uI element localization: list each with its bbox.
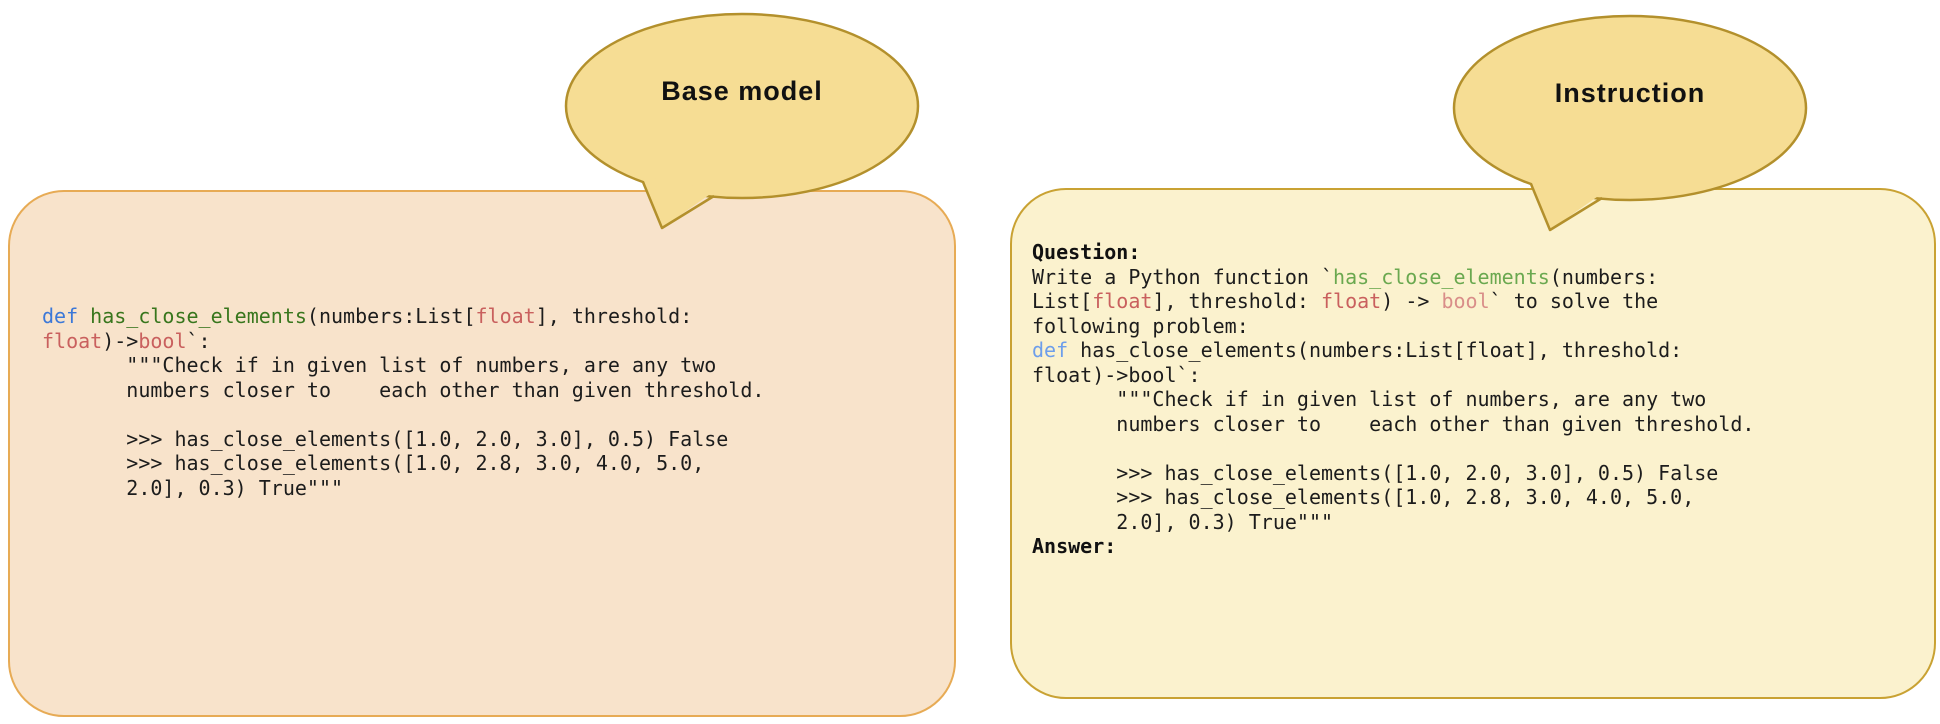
code-line: Answer: <box>1032 534 1922 559</box>
code-token: float)->bool`: <box>1032 362 1201 387</box>
code-token: ], threshold: <box>1152 289 1322 313</box>
code-token: float <box>1321 289 1382 313</box>
code-token: numbers closer to each other than given … <box>42 377 765 402</box>
code-line: """Check if in given list of numbers, ar… <box>42 353 938 378</box>
code-line: Write a Python function `has_close_eleme… <box>1032 265 1922 290</box>
code-line: 2.0], 0.3) True""" <box>1032 510 1922 535</box>
code-token: `: <box>186 328 211 353</box>
code-token: bool <box>138 328 187 353</box>
code-line: numbers closer to each other than given … <box>1032 412 1922 437</box>
code-token: 2.0], 0.3) True""" <box>1032 509 1334 534</box>
code-line: """Check if in given list of numbers, ar… <box>1032 387 1922 412</box>
code-token: has_close_elements(numbers:List[float], … <box>1080 338 1683 362</box>
base-model-code: def has_close_elements(numbers:List[floa… <box>42 304 938 500</box>
code-token: Answer: <box>1032 534 1117 558</box>
code-line: numbers closer to each other than given … <box>42 378 938 403</box>
code-token: >>> has_close_elements([1.0, 2.8, 3.0, 4… <box>1032 485 1695 509</box>
code-token: def <box>1032 338 1081 362</box>
code-line: float)->bool`: <box>42 329 938 354</box>
code-token: numbers closer to each other than given … <box>1032 411 1755 436</box>
code-token: (numbers:List[ <box>306 304 476 328</box>
code-line: float)->bool`: <box>1032 363 1922 388</box>
code-line: >>> has_close_elements([1.0, 2.8, 3.0, 4… <box>1032 485 1922 510</box>
code-token: ) -> <box>1381 289 1442 313</box>
instruction-label: Instruction <box>1554 78 1706 108</box>
code-token: (numbers: <box>1549 264 1659 289</box>
code-line: >>> has_close_elements([1.0, 2.8, 3.0, 4… <box>42 451 938 476</box>
base-model-label: Base model <box>661 76 823 106</box>
code-token: ` to solve the <box>1489 289 1659 313</box>
code-token: Write a Python function ` <box>1032 264 1334 289</box>
code-token: def <box>42 304 91 328</box>
code-line <box>42 402 938 427</box>
code-token: has_close_elements <box>1333 264 1550 289</box>
speech-bubble-shape <box>564 12 920 230</box>
code-token: )-> <box>102 328 139 353</box>
code-token: float <box>475 304 536 328</box>
speech-bubble-shape <box>1452 14 1808 232</box>
instruction-panel: Question:Write a Python function `has_cl… <box>1010 188 1936 699</box>
base-model-panel: def has_close_elements(numbers:List[floa… <box>8 190 956 717</box>
code-line: def has_close_elements(numbers:List[floa… <box>42 304 938 329</box>
code-token: has_close_elements <box>90 304 307 328</box>
code-token: """Check if in given list of numbers, ar… <box>1032 387 1707 411</box>
code-line: def has_close_elements(numbers:List[floa… <box>1032 338 1922 363</box>
code-token: float <box>1092 289 1153 313</box>
code-line: following problem: <box>1032 314 1922 339</box>
instruction-code: Question:Write a Python function `has_cl… <box>1032 240 1922 559</box>
code-token: 2.0], 0.3) True""" <box>42 475 344 500</box>
code-token: following problem: <box>1032 313 1249 338</box>
base-model-bubble: Base model <box>562 8 922 244</box>
code-token: List[ <box>1032 289 1093 313</box>
code-token: """Check if in given list of numbers, ar… <box>42 353 717 377</box>
code-line: 2.0], 0.3) True""" <box>42 476 938 501</box>
code-line: >>> has_close_elements([1.0, 2.0, 3.0], … <box>42 427 938 452</box>
code-line: Question: <box>1032 240 1922 265</box>
instruction-bubble: Instruction <box>1450 10 1810 246</box>
code-token: bool <box>1441 289 1490 313</box>
code-line: >>> has_close_elements([1.0, 2.0, 3.0], … <box>1032 461 1922 486</box>
code-token: >>> has_close_elements([1.0, 2.8, 3.0, 4… <box>42 451 705 475</box>
code-token: >>> has_close_elements([1.0, 2.0, 3.0], … <box>1032 460 1719 485</box>
code-line <box>1032 436 1922 461</box>
code-token: float <box>42 328 103 353</box>
code-token: >>> has_close_elements([1.0, 2.0, 3.0], … <box>42 426 729 451</box>
code-token: ], threshold: <box>535 304 693 328</box>
code-token: Question: <box>1032 240 1141 264</box>
code-line: List[float], threshold: float) -> bool` … <box>1032 289 1922 314</box>
